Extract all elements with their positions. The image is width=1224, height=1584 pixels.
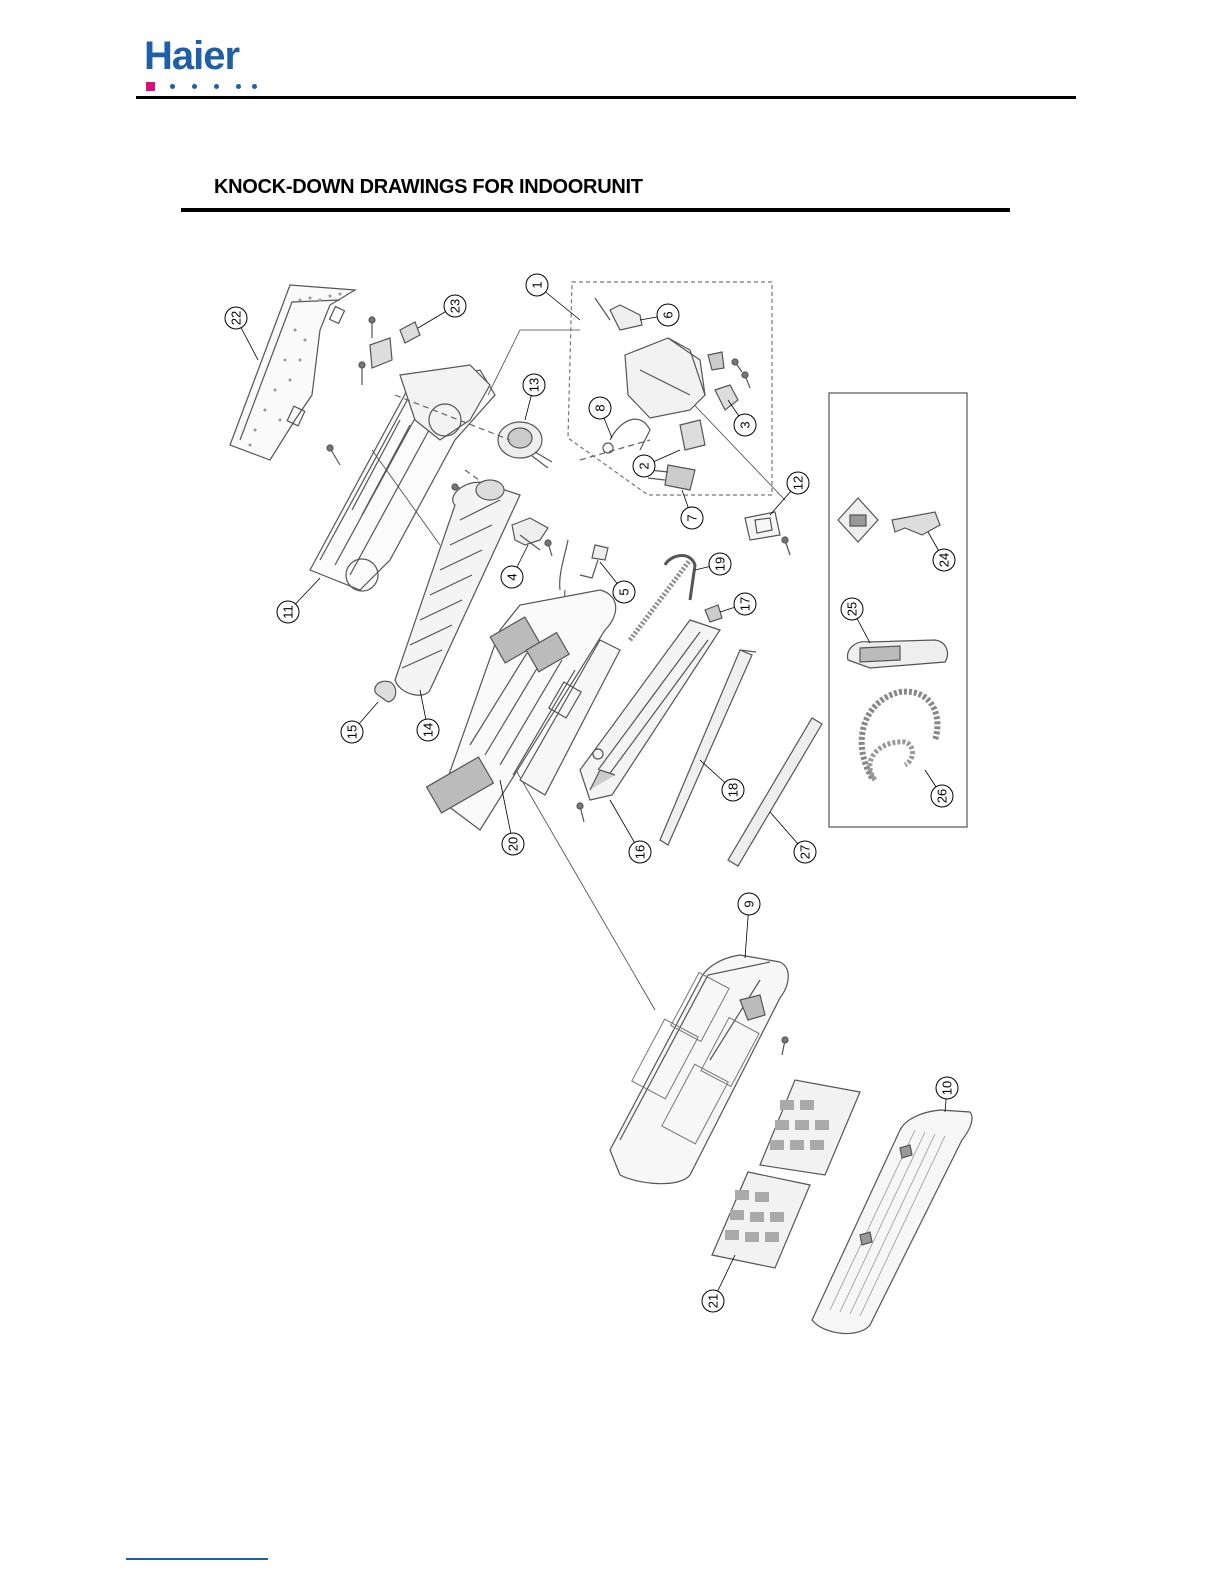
callout-number: 4 — [505, 573, 520, 580]
callout-4: 4 — [501, 545, 528, 588]
callout-number: 5 — [617, 588, 632, 595]
callout-number: 22 — [229, 311, 244, 325]
callout-number: 19 — [713, 557, 728, 571]
callout-number: 20 — [506, 837, 521, 851]
callout-25: 25 — [841, 598, 870, 643]
part-9-front-panel — [610, 955, 788, 1184]
part-22-mounting-plate — [230, 285, 355, 460]
callout-number: 9 — [742, 900, 757, 907]
callout-number: 15 — [345, 725, 360, 739]
callout-number: 1 — [530, 281, 545, 288]
callout-1: 1 — [526, 274, 580, 320]
callout-7: 7 — [681, 490, 703, 529]
callout-18: 18 — [700, 760, 744, 801]
callout-number: 6 — [661, 311, 676, 318]
callout-12: 12 — [770, 472, 809, 515]
callout-number: 12 — [791, 476, 806, 490]
callout-24: 24 — [928, 532, 955, 571]
callout-3: 3 — [728, 400, 756, 436]
callout-number: 23 — [448, 299, 463, 313]
callout-number: 10 — [940, 1081, 955, 1095]
callout-number: 17 — [738, 597, 753, 611]
callout-8: 8 — [589, 397, 612, 438]
callout-number: 16 — [633, 845, 648, 859]
callout-number: 26 — [935, 789, 950, 803]
part-4-clip — [512, 518, 548, 550]
part-21-air-filters — [712, 1080, 860, 1268]
callout-15: 15 — [341, 702, 378, 743]
callout-21: 21 — [702, 1255, 735, 1312]
callout-6: 6 — [640, 304, 679, 326]
callout-26: 26 — [925, 770, 953, 807]
footer-rule — [126, 1558, 268, 1560]
callout-number: 2 — [637, 462, 652, 469]
part-5-wire-clip — [560, 540, 608, 590]
part-13-fan-motor — [498, 422, 552, 468]
callout-13: 13 — [523, 374, 545, 420]
callout-11: 11 — [277, 578, 320, 623]
callout-22: 22 — [225, 307, 258, 360]
callout-number: 24 — [937, 553, 952, 567]
callout-number: 7 — [685, 514, 700, 521]
callout-23: 23 — [418, 295, 466, 328]
callout-number: 8 — [593, 404, 608, 411]
callout-number: 27 — [798, 845, 813, 859]
callout-number: 21 — [706, 1294, 721, 1308]
callout-17: 17 — [720, 593, 756, 615]
callout-10: 10 — [936, 1077, 958, 1112]
callout-number: 13 — [527, 378, 542, 392]
callout-14: 14 — [417, 690, 439, 741]
callout-number: 14 — [421, 723, 436, 737]
callout-number: 3 — [738, 421, 753, 428]
part-17-fastener — [705, 605, 722, 622]
callout-number: 25 — [845, 602, 860, 616]
callout-16: 16 — [610, 800, 651, 863]
part-15-bearing — [375, 681, 396, 702]
part-23-bracket — [370, 322, 420, 368]
callout-number: 18 — [726, 783, 741, 797]
callout-27: 27 — [770, 812, 816, 863]
callout-9: 9 — [738, 893, 760, 958]
callout-19: 19 — [695, 553, 731, 575]
callout-number: 11 — [281, 605, 296, 619]
